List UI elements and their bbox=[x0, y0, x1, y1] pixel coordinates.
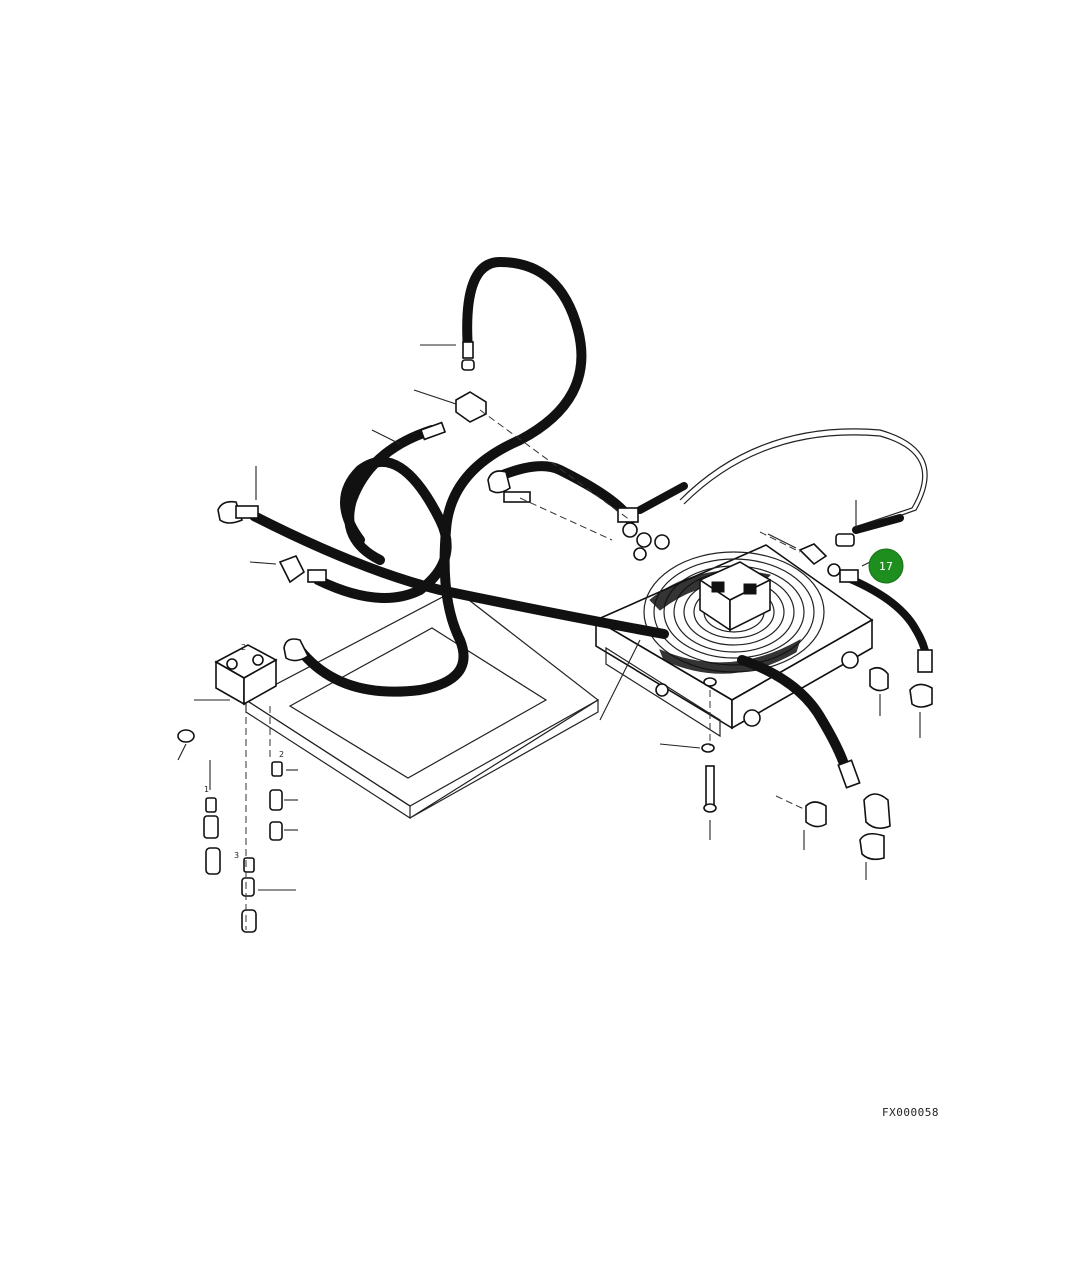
hydraulic-hoses bbox=[249, 257, 931, 775]
drain-line bbox=[679, 428, 928, 531]
assembly-dash-lines bbox=[245, 409, 807, 930]
leader-lines bbox=[177, 344, 921, 891]
figure-reference-code: FX000058 bbox=[882, 1106, 939, 1119]
label-3: 3 bbox=[234, 851, 239, 860]
label-2: 2 bbox=[241, 643, 246, 652]
fan-motor bbox=[698, 561, 772, 632]
callout-17-button[interactable]: 17 bbox=[868, 548, 904, 584]
label-2b: 2 bbox=[279, 750, 284, 759]
manifold-block: 2 bbox=[214, 643, 278, 706]
label-1: 1 bbox=[204, 785, 209, 794]
base-plate bbox=[244, 589, 600, 820]
callout-17-label: 17 bbox=[879, 560, 893, 573]
